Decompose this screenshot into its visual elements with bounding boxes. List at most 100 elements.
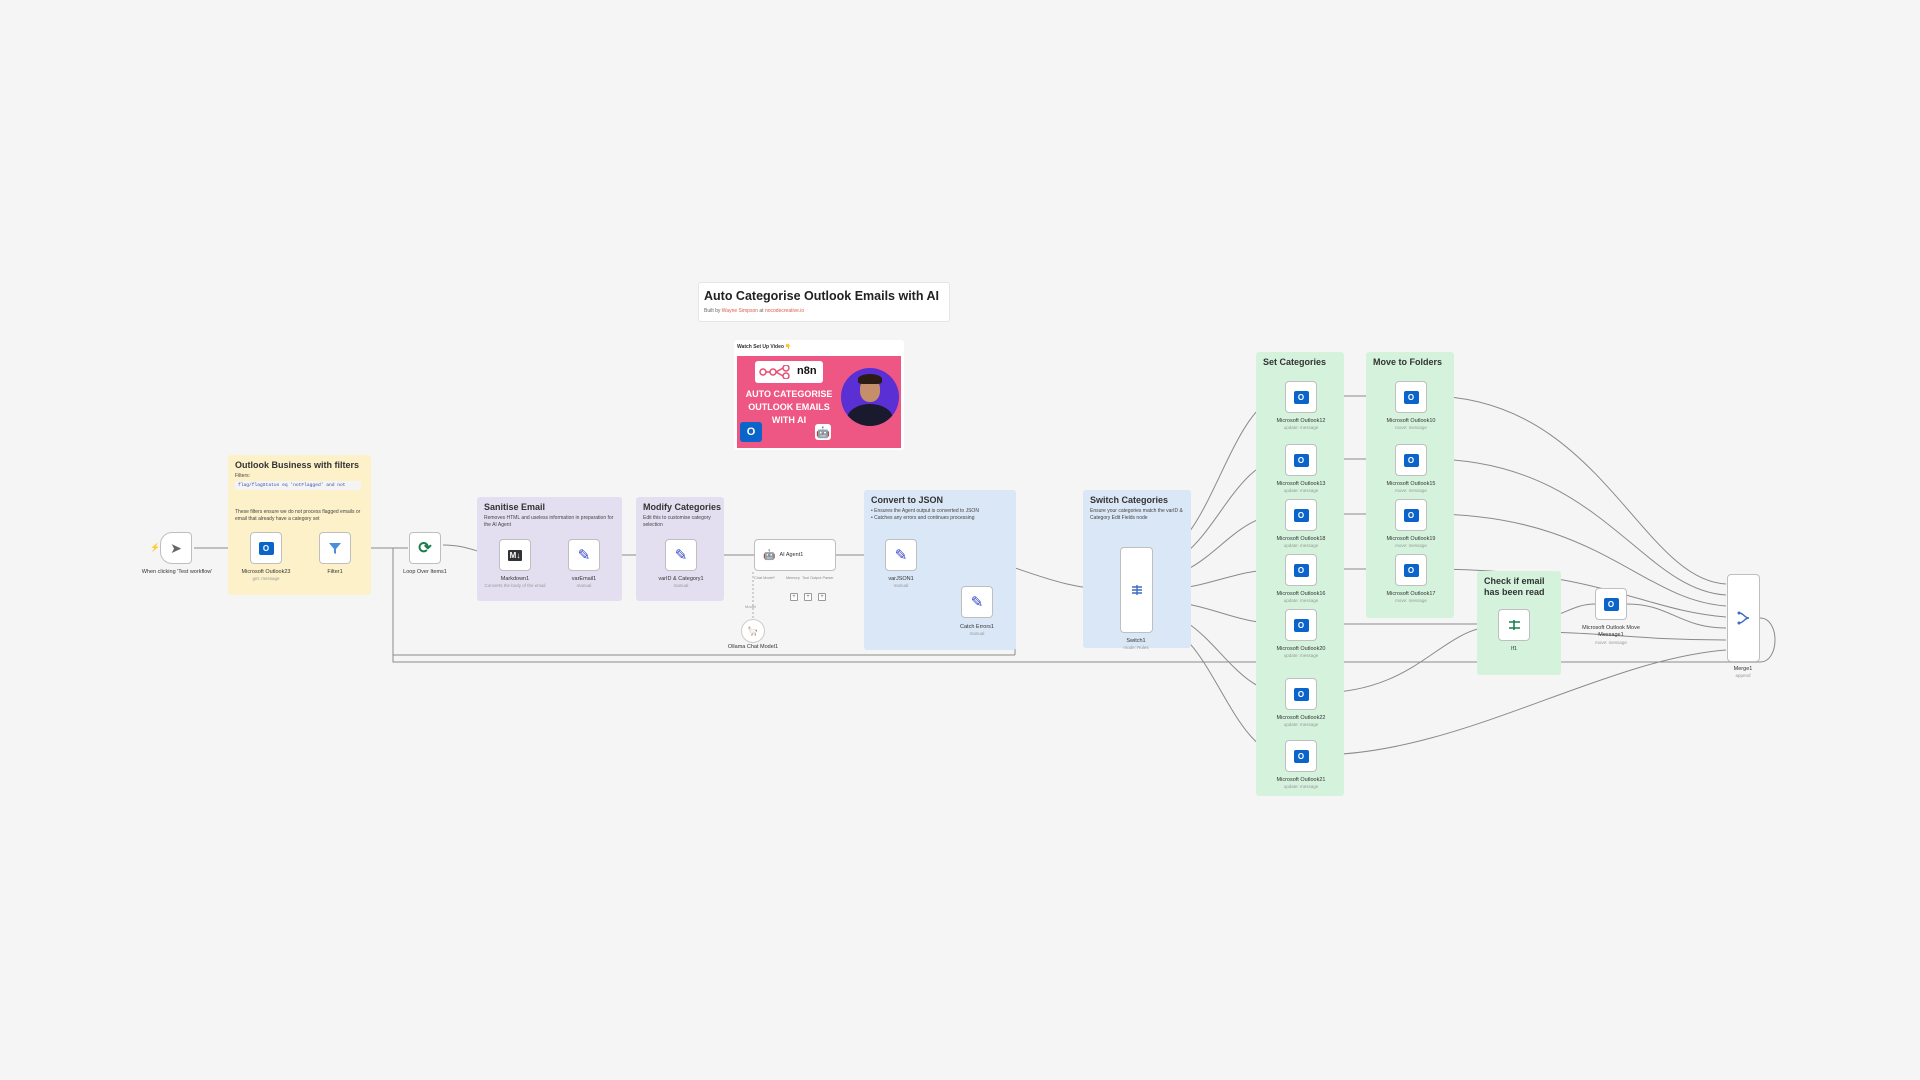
label-ollama: Ollama Chat Model1 bbox=[727, 644, 779, 650]
label-varjson1: varJSON1 bbox=[888, 576, 914, 582]
sub-catch-errors1: manual bbox=[969, 631, 985, 636]
byline-prefix: Built by bbox=[704, 308, 721, 314]
sub-outlook15: move: message bbox=[1395, 488, 1427, 493]
video-label: Watch Set Up Video 👇 bbox=[737, 344, 792, 350]
outlook-icon: O bbox=[1293, 749, 1309, 763]
add-memory-button[interactable]: + bbox=[790, 593, 798, 601]
video-thumbnail[interactable]: n8n AUTO CATEGORISE OUTLOOK EMAILS WITH … bbox=[737, 356, 901, 448]
node-outlook15[interactable]: O bbox=[1395, 444, 1427, 476]
sub-varemail1: manual bbox=[576, 583, 592, 588]
sub-outlook20: update: message bbox=[1283, 653, 1319, 658]
note-convert-bullet-2: • Catches any errors and continues proce… bbox=[871, 515, 975, 521]
label-outlook19: Microsoft Outlook19 bbox=[1386, 536, 1436, 542]
outlook-icon: O bbox=[1293, 453, 1309, 467]
label-outlook17: Microsoft Outlook17 bbox=[1386, 591, 1436, 597]
label-outlook21: Microsoft Outlook21 bbox=[1276, 777, 1326, 783]
outlook-icon: O bbox=[1403, 453, 1419, 467]
sub-outlook21: update: message bbox=[1283, 784, 1319, 789]
sub-outlook13: update: message bbox=[1283, 488, 1319, 493]
filter-icon bbox=[329, 543, 341, 554]
node-outlook21[interactable]: O bbox=[1285, 740, 1317, 772]
sub-outlook16: update: message bbox=[1283, 598, 1319, 603]
node-varemail1[interactable]: ✎ bbox=[568, 539, 600, 571]
node-outlook23[interactable]: O bbox=[250, 532, 282, 564]
sub-outlook18: update: message bbox=[1283, 543, 1319, 548]
node-filter1[interactable] bbox=[319, 532, 351, 564]
node-switch1[interactable] bbox=[1120, 547, 1153, 633]
sub-outlook12: update: message bbox=[1283, 425, 1319, 430]
sub-outlook22: update: message bbox=[1283, 722, 1319, 727]
node-varjson1[interactable]: ✎ bbox=[885, 539, 917, 571]
node-manual-trigger[interactable]: ➤ bbox=[160, 532, 192, 564]
byline-author-link[interactable]: Wayne Simpson bbox=[721, 308, 759, 314]
outlook-icon: O bbox=[1603, 597, 1619, 611]
add-tool-button[interactable]: + bbox=[804, 593, 812, 601]
label-loop: Loop Over Items1 bbox=[403, 569, 447, 575]
node-outlook22[interactable]: O bbox=[1285, 678, 1317, 710]
outlook-logo-icon: O bbox=[740, 422, 762, 442]
note-outlook-filters-title: Outlook Business with filters bbox=[235, 460, 360, 470]
video-line-2: OUTLOOK EMAILS bbox=[748, 402, 830, 412]
node-if1[interactable] bbox=[1498, 609, 1530, 641]
outlook-icon: O bbox=[1293, 563, 1309, 577]
workflow-title: Auto Categorise Outlook Emails with AI bbox=[704, 289, 939, 303]
note-switch-text: Ensure your categories match the varID &… bbox=[1090, 508, 1183, 521]
cursor-icon: ➤ bbox=[170, 539, 182, 556]
n8n-logo-badge: n8n bbox=[755, 361, 823, 383]
switch-icon bbox=[1131, 585, 1142, 595]
note-check-read-title: Check if email has been read bbox=[1484, 576, 1545, 597]
node-markdown1[interactable]: M↓ bbox=[499, 539, 531, 571]
ollama-port-label: Model bbox=[745, 604, 756, 609]
label-switch1: Switch1 bbox=[1126, 638, 1146, 644]
pencil-icon: ✎ bbox=[577, 546, 591, 564]
byline-mid: at bbox=[759, 308, 764, 314]
add-output-parser-button[interactable]: + bbox=[818, 593, 826, 601]
sub-merge1: append bbox=[1735, 673, 1751, 678]
label-ai-agent1: AI Agent1 bbox=[779, 552, 804, 558]
video-line-3: WITH AI bbox=[771, 415, 807, 425]
note-modify-text: Edit this to customise category selectio… bbox=[643, 515, 711, 528]
node-outlook10[interactable]: O bbox=[1395, 381, 1427, 413]
note-move-folders-title: Move to Folders bbox=[1373, 357, 1443, 367]
node-outlook-move-message1[interactable]: O bbox=[1595, 588, 1627, 620]
node-ai-agent1[interactable]: 🤖 AI Agent1 bbox=[754, 539, 836, 571]
note-sanitise-title: Sanitise Email bbox=[484, 502, 546, 512]
pencil-icon: ✎ bbox=[674, 546, 688, 564]
node-outlook12[interactable]: O bbox=[1285, 381, 1317, 413]
workflow-header-note[interactable]: Auto Categorise Outlook Emails with AI B… bbox=[698, 282, 950, 322]
note-convert-title: Convert to JSON bbox=[871, 495, 944, 505]
label-catch-errors1: Catch Errors1 bbox=[960, 624, 994, 630]
note-sanitise-text: Removes HTML and useless information in … bbox=[484, 515, 614, 528]
node-merge1[interactable] bbox=[1727, 574, 1760, 662]
note-outlook-filters-text: These filters ensure we do not process f… bbox=[235, 509, 361, 522]
node-outlook13[interactable]: O bbox=[1285, 444, 1317, 476]
byline-site-link[interactable]: nocodecreative.io bbox=[764, 308, 805, 314]
label-outlook15: Microsoft Outlook15 bbox=[1386, 481, 1436, 487]
node-varid-category1[interactable]: ✎ bbox=[665, 539, 697, 571]
note-modify-title: Modify Categories bbox=[643, 502, 722, 512]
sub-move-message: move: message bbox=[1595, 640, 1627, 645]
outlook-icon: O bbox=[1403, 563, 1419, 577]
note-modify-categories[interactable]: Modify Categories Edit this to customise… bbox=[636, 497, 724, 601]
node-outlook20[interactable]: O bbox=[1285, 609, 1317, 641]
pencil-icon: ✎ bbox=[970, 593, 984, 611]
label-outlook16: Microsoft Outlook16 bbox=[1276, 591, 1326, 597]
node-outlook17[interactable]: O bbox=[1395, 554, 1427, 586]
node-outlook19[interactable]: O bbox=[1395, 499, 1427, 531]
label-varemail1: varEmail1 bbox=[571, 576, 597, 582]
n8n-logo-icon bbox=[759, 365, 790, 379]
video-note[interactable]: Watch Set Up Video 👇 n8n AUTO CATEGORISE… bbox=[734, 340, 904, 450]
sub-varjson1: manual bbox=[893, 583, 909, 588]
sub-outlook23: get: message bbox=[252, 576, 280, 581]
node-loop-over-items[interactable]: ⟳ bbox=[409, 532, 441, 564]
port-tool: Tool bbox=[802, 576, 809, 580]
note-outlook-filters[interactable]: Outlook Business with filters Filters: f… bbox=[228, 455, 371, 595]
label-outlook20: Microsoft Outlook20 bbox=[1276, 646, 1326, 652]
node-outlook18[interactable]: O bbox=[1285, 499, 1317, 531]
label-filter1: Filter1 bbox=[327, 569, 343, 575]
node-outlook16[interactable]: O bbox=[1285, 554, 1317, 586]
label-outlook13: Microsoft Outlook13 bbox=[1276, 481, 1326, 487]
node-catch-errors1[interactable]: ✎ bbox=[961, 586, 993, 618]
node-ollama-chat-model1[interactable]: 🦙 bbox=[741, 619, 765, 643]
